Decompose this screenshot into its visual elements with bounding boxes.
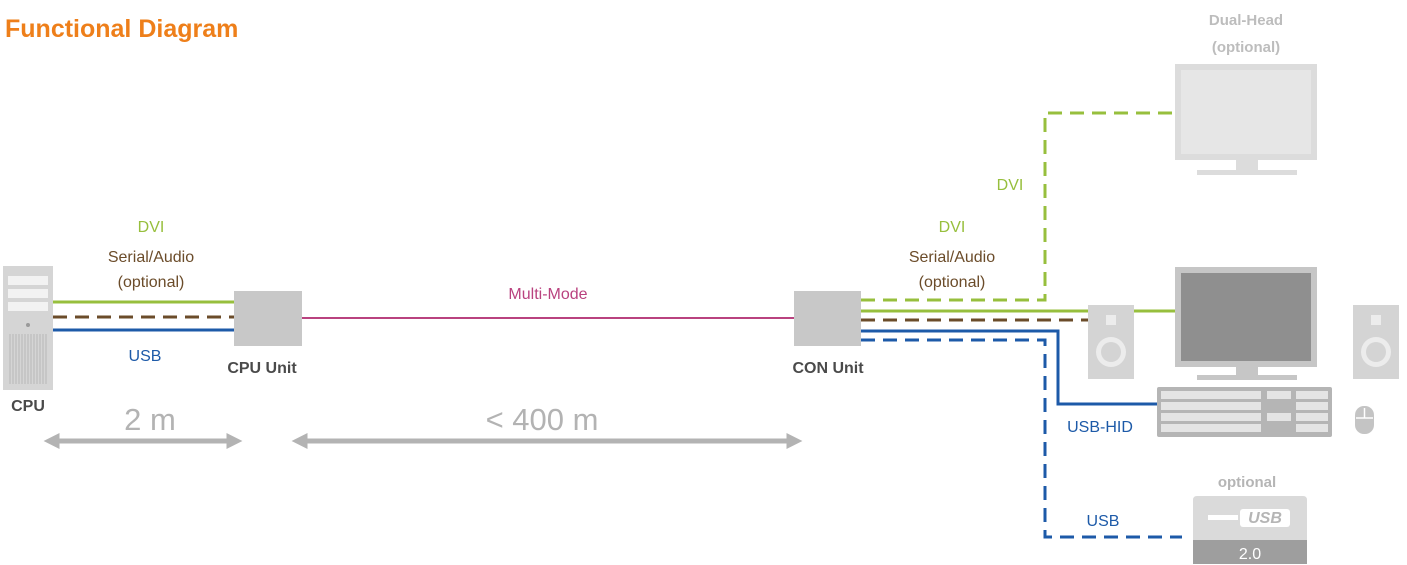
speaker-left-icon	[1088, 305, 1134, 379]
usb-hid-label: USB-HID	[1067, 419, 1133, 436]
cpu-tower-icon	[3, 266, 53, 390]
con-unit-box	[794, 291, 861, 346]
distance-long-label: < 400 m	[486, 402, 599, 437]
dvi-left-label: DVI	[138, 219, 165, 236]
con-unit-label: CON Unit	[792, 360, 864, 377]
usb-drive-icon	[1193, 496, 1307, 564]
dvi-right-label: DVI	[939, 219, 966, 236]
usb-left-label: USB	[129, 348, 162, 365]
usb-logo-text: USB	[1248, 510, 1282, 527]
cpu-label: CPU	[11, 398, 45, 415]
dual-head-optional: (optional)	[1212, 39, 1280, 56]
serial-right-label: Serial/Audio	[909, 249, 995, 266]
usb-version-label: 2.0	[1239, 546, 1261, 563]
dvi-dual-label: DVI	[997, 177, 1024, 194]
usb-cable-right	[861, 338, 1182, 539]
cpu-unit-box	[234, 291, 302, 346]
dvi-cable-dual-head	[861, 111, 1175, 302]
monitor-icon	[1175, 267, 1317, 380]
mouse-icon	[1355, 406, 1374, 434]
speaker-right-icon	[1353, 305, 1399, 379]
serial-right-optional: (optional)	[919, 274, 986, 291]
diagram-title: Functional Diagram	[5, 15, 238, 43]
keyboard-icon	[1157, 387, 1332, 437]
serial-left-optional: (optional)	[118, 274, 185, 291]
serial-left-label: Serial/Audio	[108, 249, 194, 266]
cpu-unit-label: CPU Unit	[227, 360, 297, 377]
dual-head-label: Dual-Head	[1209, 12, 1283, 29]
multimode-label: Multi-Mode	[508, 286, 587, 303]
distance-short-label: 2 m	[124, 402, 176, 437]
usb-right-label: USB	[1087, 513, 1120, 530]
usb-optional-label: optional	[1218, 474, 1276, 491]
dual-head-monitor-icon	[1175, 64, 1317, 175]
usb-hid-cable	[861, 329, 1157, 406]
